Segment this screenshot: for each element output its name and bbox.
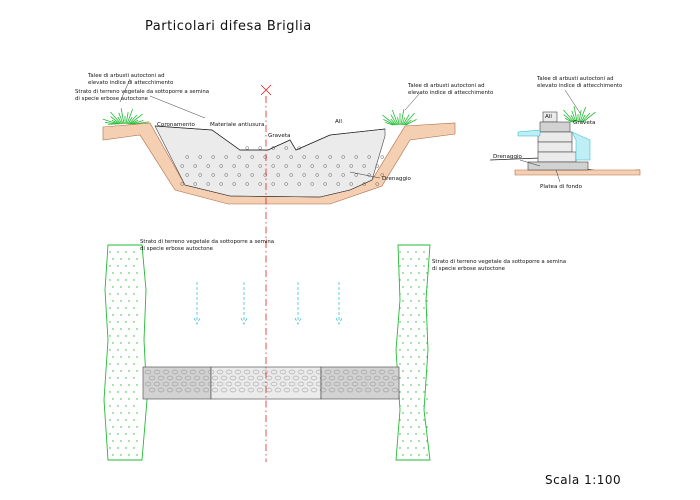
- flow-arrows: [193, 282, 343, 325]
- section-note-soil-line1: Strato di terreno vegetale da sottoporre…: [75, 89, 209, 95]
- section-shrubs-right: [382, 109, 417, 126]
- label-graveta: Graveta: [268, 133, 290, 139]
- label-all: All: [335, 119, 342, 125]
- drawing-title: Particolari difesa Briglia: [145, 19, 312, 34]
- side-shrub: [563, 106, 596, 123]
- plan-view: Strato di terreno vegetale da sottoporre…: [103, 239, 566, 461]
- plan-note-right-line1: Strato di terreno vegetale da sottoporre…: [432, 259, 566, 265]
- plan-stones: [144, 369, 399, 393]
- plan-bank-left: [103, 244, 148, 461]
- section-note-hedges-line1: Talee di arbusti autoctoni ad: [87, 73, 165, 79]
- section-note-soil-line2: di specie erbose autoctone: [75, 96, 149, 102]
- plan-bank-right: [395, 244, 431, 461]
- label-coronamento: Coronamento: [157, 122, 196, 128]
- plan-note-right-line2: di specie erbose autoctone: [432, 266, 506, 272]
- axis-cross-mark: [260, 84, 272, 96]
- section-note-hedges-right-line1: Talee di arbusti autoctoni ad: [407, 83, 485, 89]
- section-note-hedges-line2: elevato indice di attecchimento: [88, 80, 173, 86]
- side-note-hedges-line1: Talee di arbusti autoctoni ad: [536, 76, 614, 82]
- section-stones: [180, 146, 384, 186]
- side-note-hedges-line2: elevato indice di attecchimento: [537, 83, 622, 89]
- plan-vegetation-dots: [109, 251, 428, 456]
- plan-note-left-line1: Strato di terreno vegetale da sottoporre…: [140, 239, 274, 245]
- side-label-drenaggio: Drenaggio: [493, 154, 523, 160]
- cross-section: Talee di arbusti autoctoni ad elevato in…: [75, 73, 493, 205]
- section-shrubs-left: [102, 108, 149, 125]
- side-label-all: All: [545, 114, 552, 120]
- scale-label: Scala 1:100: [545, 473, 621, 487]
- plan-note-left-line2: di specie erbose autoctone: [140, 246, 214, 252]
- side-label-graveta: Graveta: [573, 120, 595, 126]
- label-drenaggio: Drenaggio: [382, 176, 412, 182]
- section-note-hedges-right-line2: elevato indice di attecchimento: [408, 90, 493, 96]
- side-label-platea: Platea di fondo: [540, 184, 583, 190]
- label-materiale-antiusura: Materiale antiusura: [210, 122, 264, 128]
- side-section: Talee di arbusti autoctoni ad elevato in…: [489, 76, 641, 190]
